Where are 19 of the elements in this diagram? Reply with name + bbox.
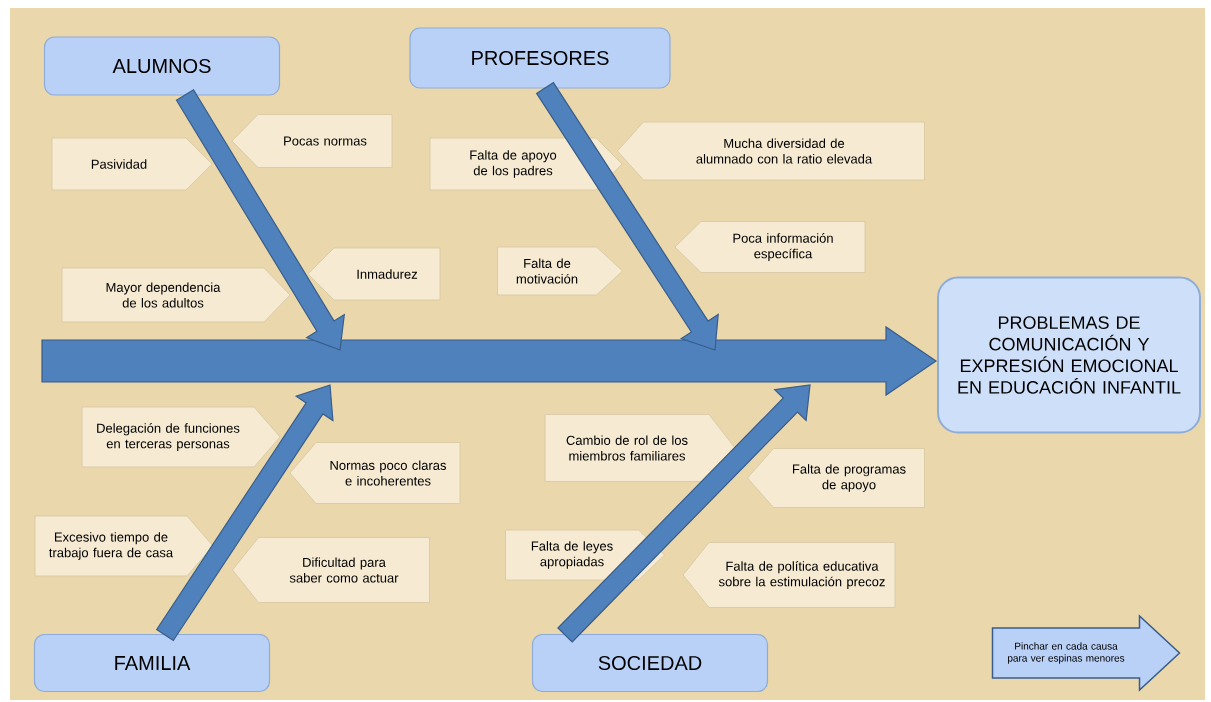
cause-box: Falta de política educativa sobre la estimulación precoz xyxy=(682,542,896,608)
cause-box: Delegación de funciones en terceras personas xyxy=(81,406,281,468)
cause-box: Pocas normas xyxy=(231,114,393,168)
effect-box: PROBLEMAS DE COMUNICACIÓN Y EXPRESIÓN EMOCIONAL EN EDUCACIÓN INFANTIL xyxy=(937,276,1201,434)
cause-box: Excesivo tiempo de trabajo fuera de casa xyxy=(34,515,214,577)
arrow xyxy=(41,325,938,397)
cause-box: Pasividad xyxy=(51,137,213,191)
category-box: ALUMNOS xyxy=(43,36,281,96)
cause-box: Cambio de rol de los miembros familiares xyxy=(544,414,736,482)
category-box: PROFESORES xyxy=(409,27,671,89)
category-box: FAMILIA xyxy=(33,633,271,693)
cause-box: Mayor dependencia de los adultos xyxy=(61,267,291,323)
cause-box: Poca información específica xyxy=(674,221,866,273)
cause-box: Dificultad para saber como actuar xyxy=(232,537,430,603)
category-box: SOCIEDAD xyxy=(531,633,769,693)
arrow xyxy=(557,384,811,643)
cause-box: Falta de programas de apoyo xyxy=(747,448,925,508)
cause-box: Mucha diversidad de alumnado con la ratio elevada xyxy=(617,121,925,181)
cause-box: Normas poco claras e incoherentes xyxy=(289,442,461,504)
